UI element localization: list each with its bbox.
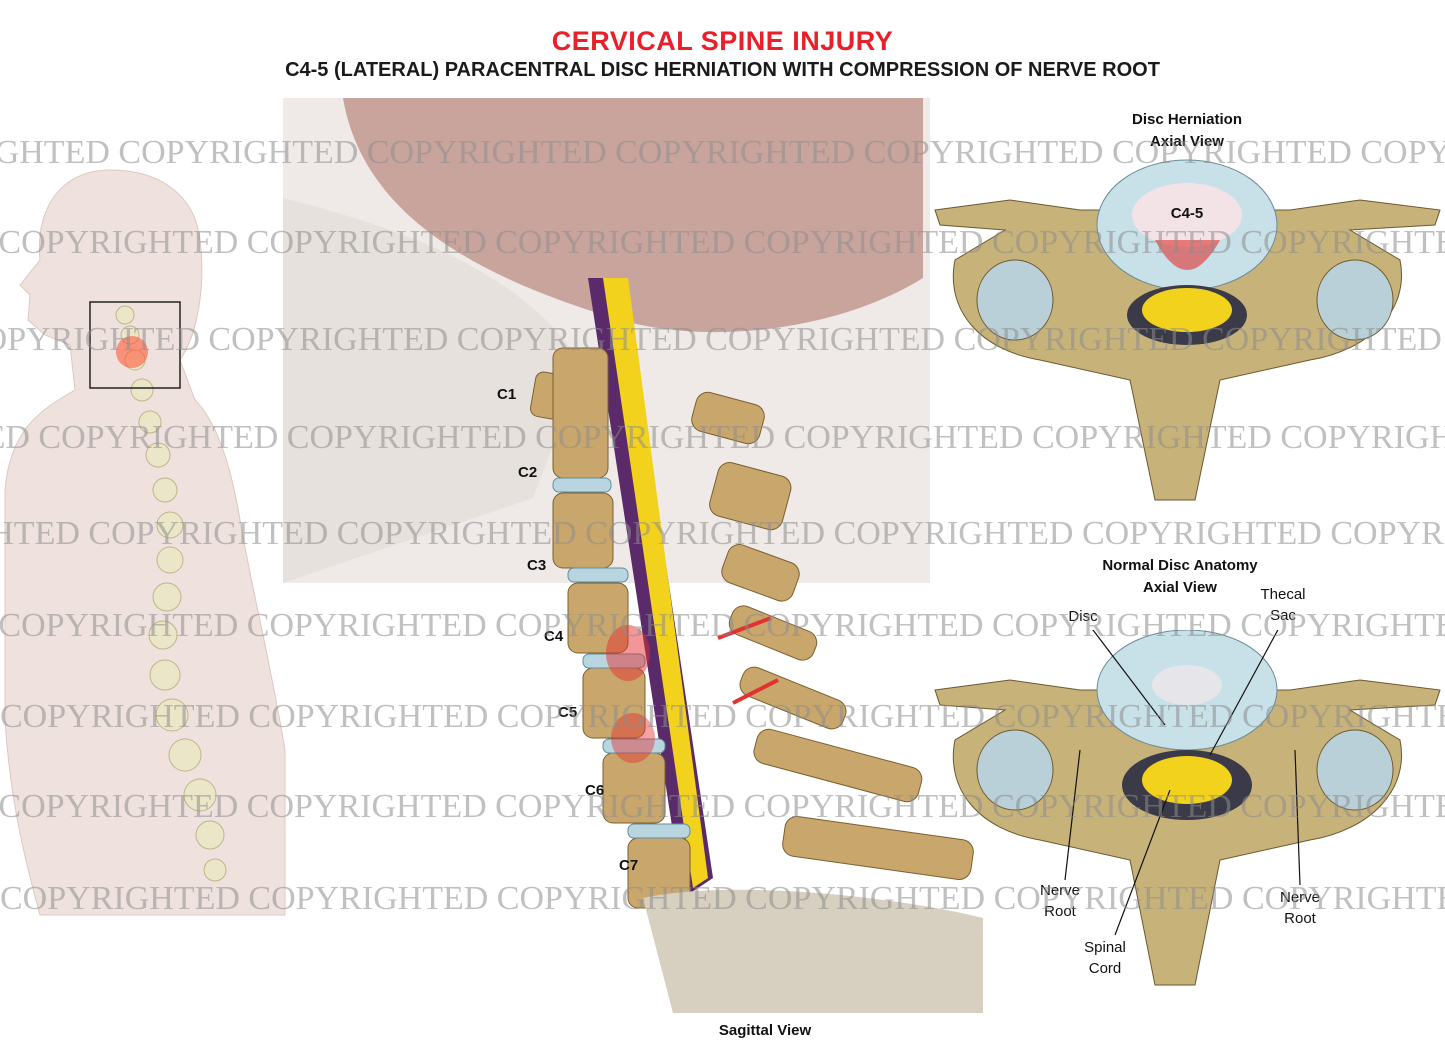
label-c4: C4 (544, 628, 564, 645)
label-c6: C6 (585, 782, 605, 799)
label-thecal: Thecal (1260, 586, 1306, 603)
label-spinal-cord-2: Cord (1088, 960, 1122, 977)
body-silhouette-illustration (4, 169, 286, 916)
label-nerve-root-right-2: Root (1284, 910, 1316, 927)
normal-subtitle: Axial View (1143, 579, 1217, 596)
page-subtitle: C4-5 (LATERAL) PARACENTRAL DISC HERNIATI… (285, 59, 1160, 81)
arrow-1 (717, 616, 772, 640)
axial-herniation-illustration (934, 159, 1441, 501)
injury-glow (116, 336, 148, 368)
arrow-2 (732, 678, 779, 705)
herniation-c4-5 (606, 625, 650, 681)
spine-column (115, 305, 227, 882)
label-nerve-root-right-1: Nerve (1279, 889, 1320, 906)
label-c3: C3 (527, 557, 547, 574)
label-disc: Disc (1068, 608, 1098, 625)
label-c5: C5 (558, 704, 578, 721)
label-spinal-cord-1: Spinal (1084, 939, 1126, 956)
herniation-subtitle: Axial View (1150, 133, 1224, 150)
herniation-c5-6 (611, 713, 655, 763)
label-c1: C1 (497, 386, 517, 403)
herniation-title: Disc Herniation (1131, 111, 1243, 128)
zoom-box (89, 301, 181, 389)
page-title: CERVICAL SPINE INJURY (551, 26, 894, 56)
level-label: C4-5 (1170, 205, 1204, 222)
label-nerve-root-left-2: Root (1044, 903, 1076, 920)
leader-lines (1064, 630, 1301, 936)
label-nerve-root-left-1: Nerve (1039, 882, 1080, 899)
sagittal-caption: Sagittal View (718, 1022, 812, 1039)
spinal-cord (603, 278, 708, 888)
label-c7: C7 (619, 857, 639, 874)
normal-title: Normal Disc Anatomy (1102, 557, 1258, 574)
label-c2: C2 (518, 464, 538, 481)
brain (343, 98, 923, 333)
label-sac: Sac (1270, 607, 1296, 624)
axial-normal-illustration (934, 630, 1441, 986)
sagittal-view-illustration (283, 98, 983, 1013)
